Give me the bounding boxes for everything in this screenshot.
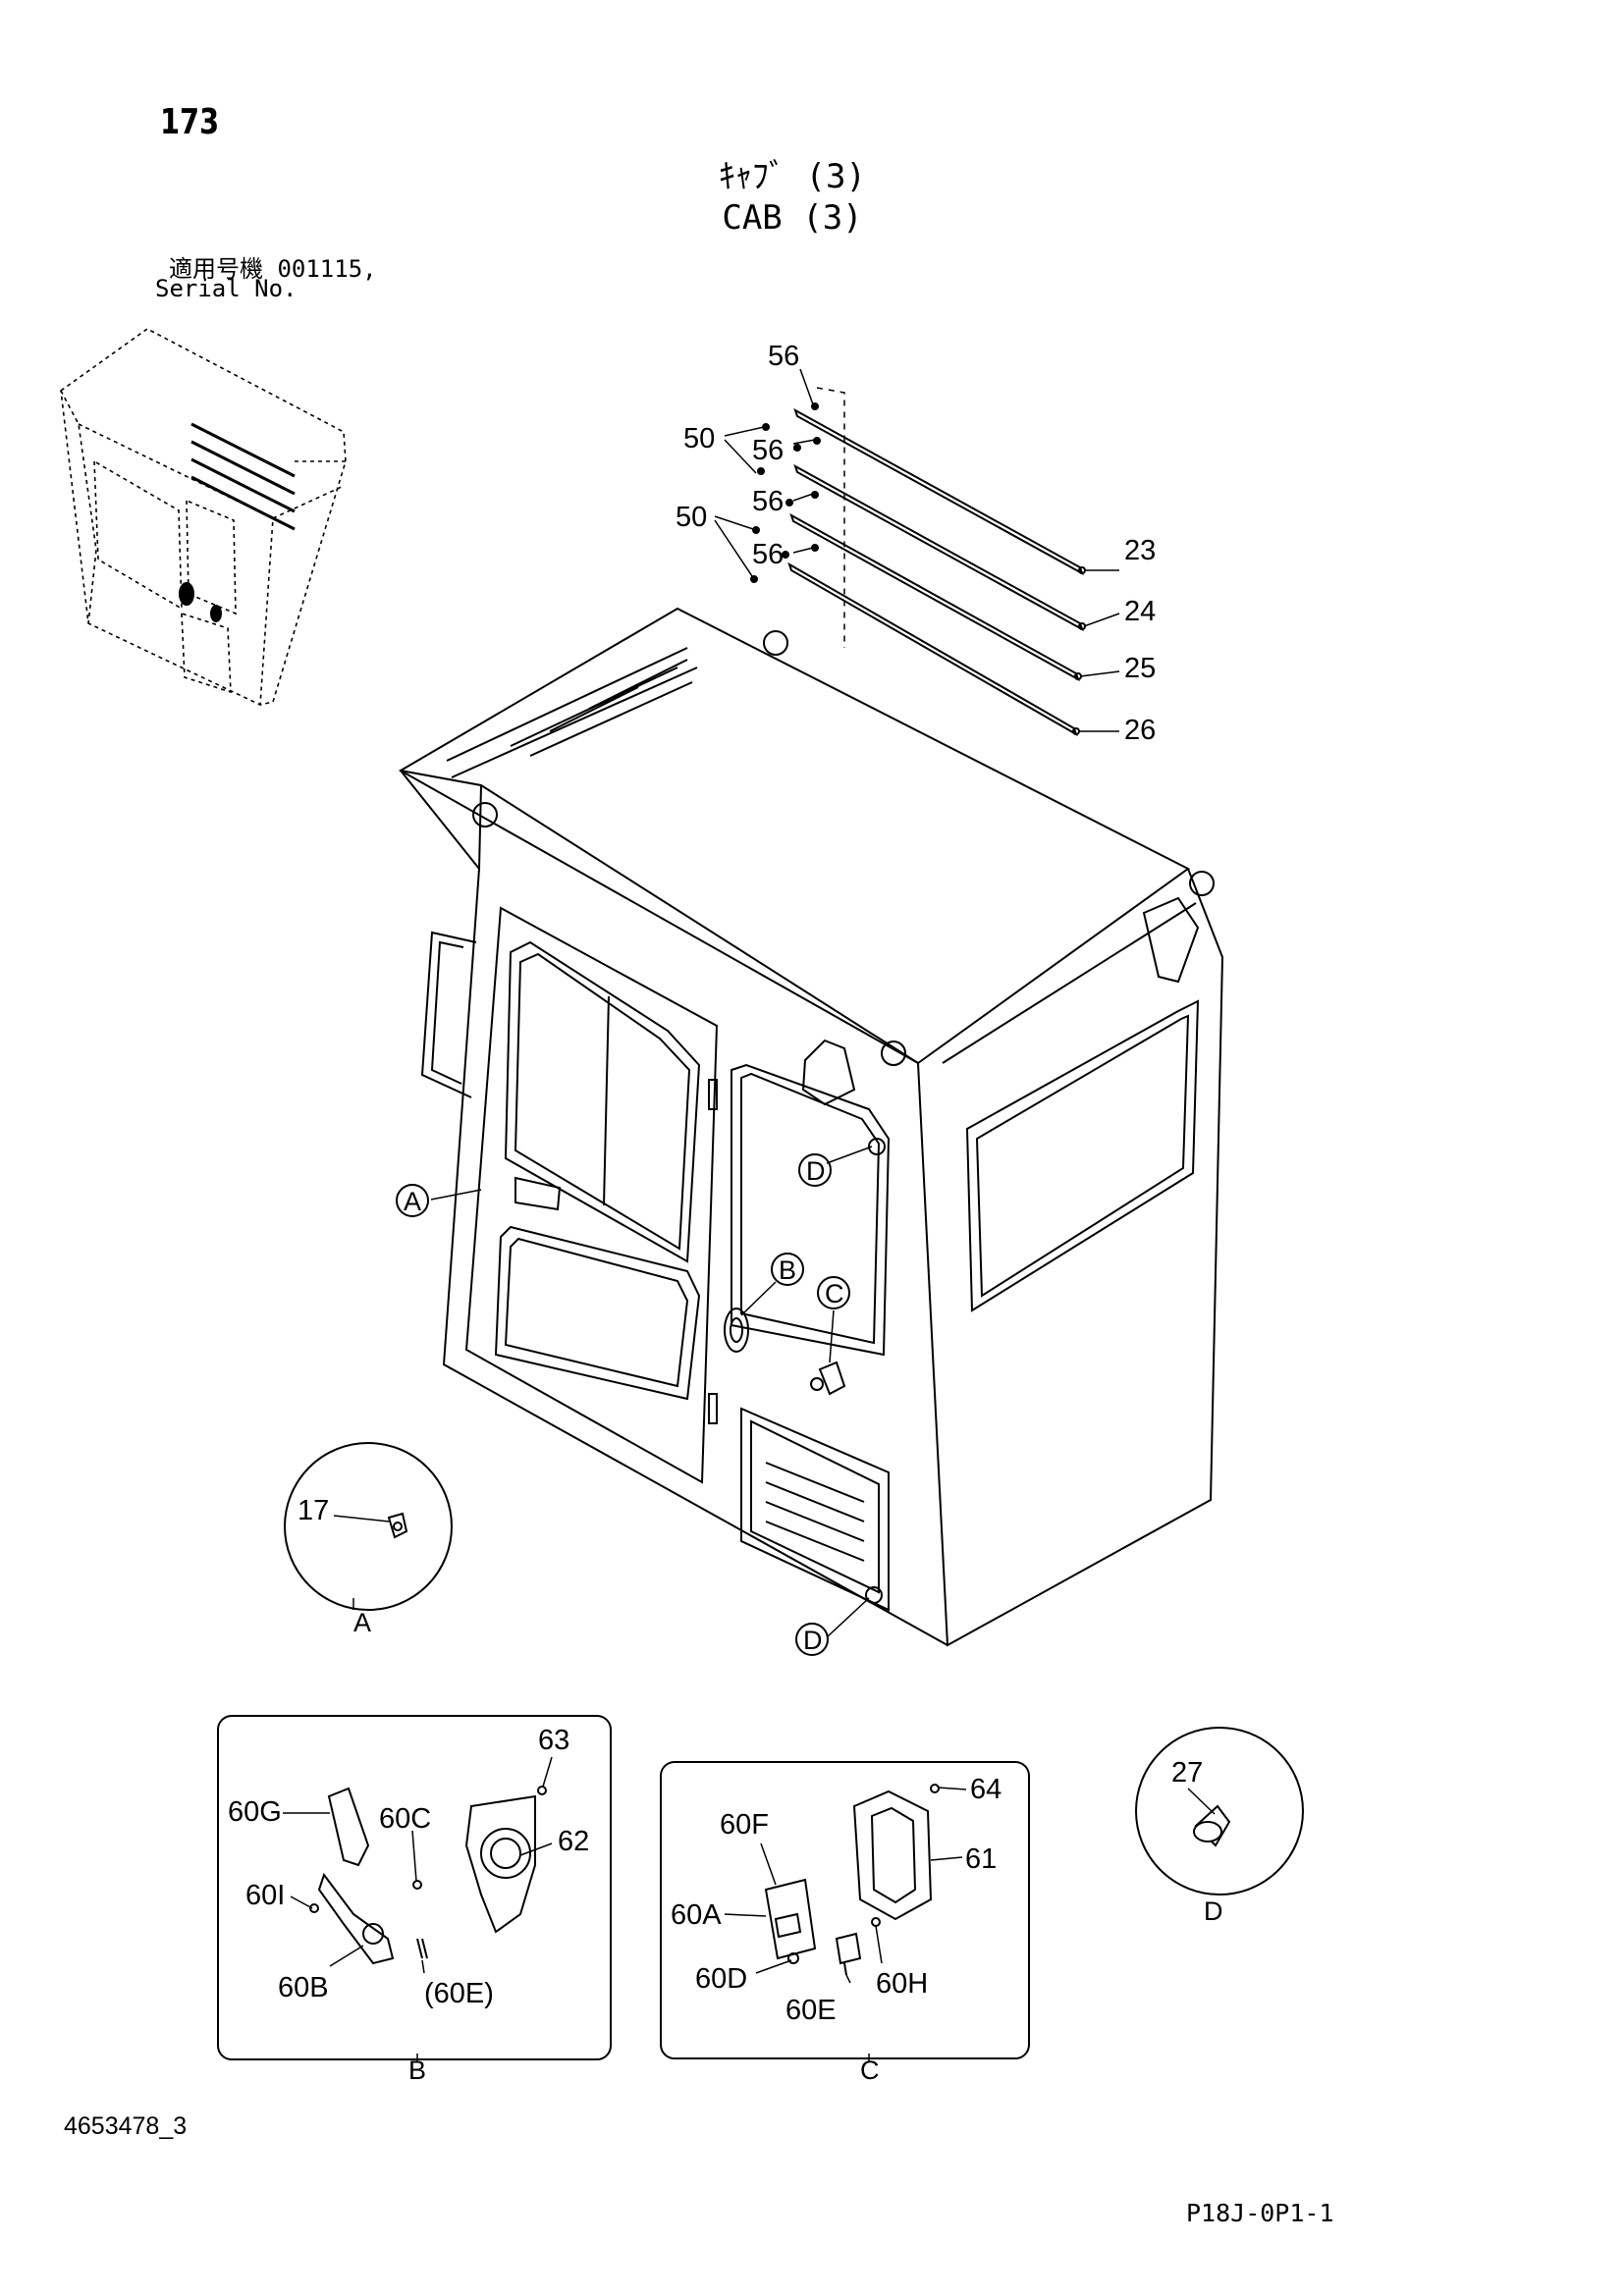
title-english: CAB (3) [722,198,863,238]
page-code: P18J-0P1-1 [1186,2199,1334,2227]
document-id: 4653478_3 [64,2112,188,2140]
door-latch [810,1361,846,1396]
callout-60g: 60G [228,1796,282,1828]
callout-56-4: 56 [752,539,784,570]
detail-d-caption: D [1204,1896,1223,1926]
callout-50-upper: 50 [683,423,715,454]
detail-a-circle [284,1442,453,1611]
trim-leader-lines [714,368,1120,732]
detail-b-box [217,1715,612,2061]
callout-23: 23 [1124,535,1156,566]
callout-50-lower: 50 [676,502,707,533]
callout-60h: 60H [876,1968,928,2000]
marker-b: B [779,1255,796,1285]
callout-17: 17 [298,1495,329,1526]
callout-56-top: 56 [768,341,799,372]
callout-60e: 60E [785,1995,837,2026]
callout-26: 26 [1124,715,1156,746]
detail-d-circle [1135,1727,1304,1896]
detail-c-caption: C [860,2056,880,2085]
title-japanese: ｷｬﾌﾞ (3) [719,157,866,196]
detail-a-caption: A [353,1608,371,1637]
callout-56-3: 56 [752,486,784,517]
page-number: 173 [160,102,220,142]
serial-label-english: Serial No. [155,275,298,302]
detail-c-box [660,1761,1030,2061]
callout-25: 25 [1124,653,1156,684]
overview-sketch [60,328,347,706]
marker-c: C [825,1279,844,1308]
cab-body [398,607,1224,1647]
callout-60b: 60B [278,1972,329,2003]
callout-61: 61 [965,1843,997,1875]
callout-60c: 60C [379,1803,431,1835]
serial-label-japanese: 適用号機 001115, [169,255,377,283]
callout-60f: 60F [720,1809,769,1841]
trim-strips [787,387,1086,737]
marker-leaders [430,1146,873,1638]
overview-trim-strips [190,422,296,531]
marker-d-upper: D [806,1156,826,1186]
marker-circles [396,1153,850,1656]
detail-b-caption: B [408,2056,426,2085]
callout-60e-paren: (60E) [424,1978,494,2009]
marker-d-lower: D [803,1626,823,1655]
callout-64: 64 [970,1774,1001,1805]
callout-62: 62 [558,1826,589,1857]
overview-latch-marks [179,582,222,622]
callout-24: 24 [1124,596,1156,627]
callout-60a: 60A [671,1899,722,1931]
callout-60d: 60D [695,1963,747,1995]
callout-27: 27 [1171,1757,1203,1789]
callout-63: 63 [538,1725,569,1756]
marker-a: A [404,1187,421,1216]
door-lock-bezel [724,1308,749,1353]
callout-56-2: 56 [752,435,784,466]
trim-fasteners [750,402,821,583]
callout-60i: 60I [245,1880,285,1911]
